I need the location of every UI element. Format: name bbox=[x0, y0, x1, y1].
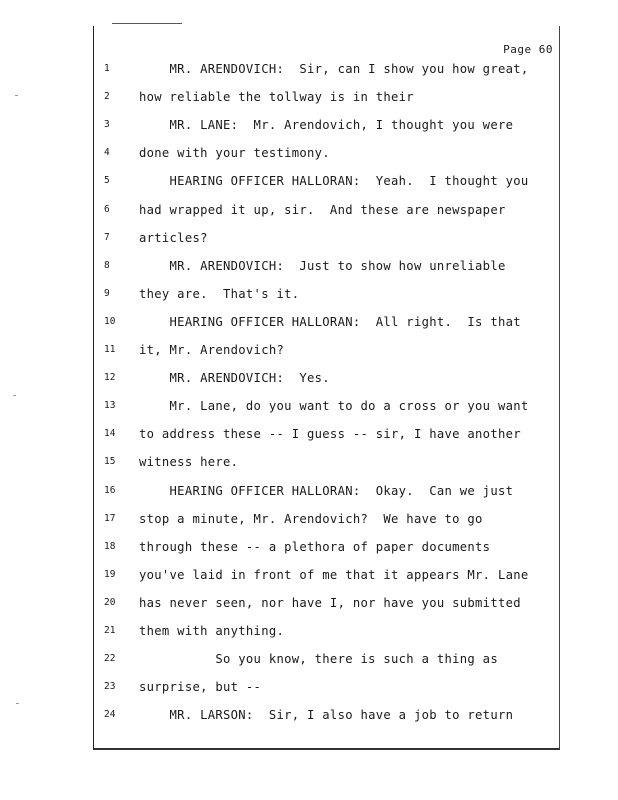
line-number: 1 bbox=[104, 63, 110, 74]
line-text: witness here. bbox=[139, 455, 239, 470]
line-number: 19 bbox=[104, 568, 116, 580]
scan-speck bbox=[15, 95, 18, 96]
line-number: 2 bbox=[104, 91, 110, 103]
line-text: articles? bbox=[139, 230, 208, 245]
transcript-line: 10 HEARING OFFICER HALLORAN: All right. … bbox=[94, 312, 559, 332]
line-number: 3 bbox=[104, 119, 110, 131]
line-number: 22 bbox=[104, 653, 116, 665]
line-text: how reliable the tollway is in their bbox=[139, 90, 414, 105]
line-number: 15 bbox=[104, 456, 116, 468]
line-text: Mr. Lane, do you want to do a cross or y… bbox=[139, 399, 529, 414]
line-text: MR. LARSON: Sir, I also have a job to re… bbox=[139, 708, 514, 723]
transcript-line: 11 it, Mr. Arendovich? bbox=[94, 340, 559, 360]
page-number: Page 60 bbox=[503, 43, 553, 56]
line-text: them with anything. bbox=[139, 624, 285, 638]
line-text: HEARING OFFICER HALLORAN: Okay. Can we j… bbox=[139, 483, 514, 498]
transcript-line: 6 had wrapped it up, sir. And these are n… bbox=[94, 200, 559, 220]
line-number: 9 bbox=[104, 287, 110, 299]
line-text: to address these -- I guess -- sir, I ha… bbox=[139, 427, 521, 442]
scan-speck bbox=[16, 703, 19, 704]
line-text: had wrapped it up, sir. And these are ne… bbox=[139, 202, 506, 217]
transcript-line: 13 Mr. Lane, do you want to do a cross o… bbox=[94, 396, 559, 416]
transcript-line: 5 HEARING OFFICER HALLORAN: Yeah. I thou… bbox=[94, 171, 559, 191]
line-number: 8 bbox=[104, 259, 110, 271]
transcript-line: 15 witness here. bbox=[94, 452, 559, 472]
line-text: MR. ARENDOVICH: Sir, can I show you how … bbox=[139, 62, 529, 76]
line-text: you've laid in front of me that it appea… bbox=[139, 567, 529, 582]
transcript-line: 16 HEARING OFFICER HALLORAN: Okay. Can w… bbox=[94, 481, 559, 501]
transcript-line: 7 articles? bbox=[94, 228, 559, 248]
line-text: HEARING OFFICER HALLORAN: All right. Is … bbox=[139, 314, 521, 329]
line-text: MR. LANE: Mr. Arendovich, I thought you … bbox=[139, 118, 514, 133]
transcript-line: 23 surprise, but -- bbox=[94, 677, 559, 697]
line-text: it, Mr. Arendovich? bbox=[139, 343, 285, 357]
line-number: 13 bbox=[104, 400, 116, 412]
line-text: has never seen, nor have I, nor have you… bbox=[139, 595, 521, 610]
top-rule bbox=[112, 23, 182, 24]
line-text: through these -- a plethora of paper doc… bbox=[139, 539, 491, 554]
line-text: MR. ARENDOVICH: Yes. bbox=[139, 371, 330, 386]
line-text: they are. That's it. bbox=[139, 286, 300, 301]
line-text: So you know, there is such a thing as bbox=[139, 652, 498, 667]
line-text: HEARING OFFICER HALLORAN: Yeah. I though… bbox=[139, 174, 529, 189]
line-number: 10 bbox=[104, 315, 116, 327]
transcript-line: 14 to address these -- I guess -- sir, I … bbox=[94, 424, 559, 444]
line-number: 24 bbox=[104, 709, 116, 721]
transcript-line: 3 MR. LANE: Mr. Arendovich, I thought yo… bbox=[94, 115, 559, 135]
line-number: 4 bbox=[104, 147, 110, 159]
transcript-line: 2 how reliable the tollway is in their bbox=[94, 87, 559, 107]
line-number: 14 bbox=[104, 428, 116, 440]
transcript-line: 12 MR. ARENDOVICH: Yes. bbox=[94, 368, 559, 388]
transcript-line: 4 done with your testimony. bbox=[94, 143, 559, 163]
line-number: 12 bbox=[104, 372, 116, 384]
line-number: 17 bbox=[104, 512, 116, 524]
scan-speck bbox=[13, 395, 16, 396]
line-number: 18 bbox=[104, 540, 116, 552]
line-text: MR. ARENDOVICH: Just to show how unrelia… bbox=[139, 258, 506, 273]
line-text: surprise, but -- bbox=[139, 680, 262, 695]
line-number: 20 bbox=[104, 596, 116, 608]
line-number: 11 bbox=[104, 344, 116, 355]
transcript-line: 1 MR. ARENDOVICH: Sir, can I show you ho… bbox=[94, 59, 559, 79]
transcript-line: 18 through these -- a plethora of paper d… bbox=[94, 537, 559, 557]
line-number: 5 bbox=[104, 175, 110, 187]
transcript-line: 19 you've laid in front of me that it app… bbox=[94, 565, 559, 585]
transcript-line: 21 them with anything. bbox=[94, 621, 559, 641]
line-number: 21 bbox=[104, 625, 116, 636]
line-number: 7 bbox=[104, 231, 110, 243]
line-number: 6 bbox=[104, 203, 110, 215]
transcript-line: 22 So you know, there is such a thing as bbox=[94, 649, 559, 669]
transcript-line: 20 has never seen, nor have I, nor have y… bbox=[94, 593, 559, 613]
transcript-line: 24 MR. LARSON: Sir, I also have a job to… bbox=[94, 705, 559, 725]
transcript-line: 8 MR. ARENDOVICH: Just to show how unrel… bbox=[94, 256, 559, 276]
line-text: stop a minute, Mr. Arendovich? We have t… bbox=[139, 511, 483, 526]
transcript-line: 9 they are. That's it. bbox=[94, 284, 559, 304]
line-number: 23 bbox=[104, 681, 116, 693]
transcript-page: Page 60 1 MR. ARENDOVICH: Sir, can I sho… bbox=[93, 26, 560, 750]
line-text: done with your testimony. bbox=[139, 146, 330, 161]
line-number: 16 bbox=[104, 484, 116, 496]
transcript-line: 17 stop a minute, Mr. Arendovich? We have… bbox=[94, 509, 559, 529]
